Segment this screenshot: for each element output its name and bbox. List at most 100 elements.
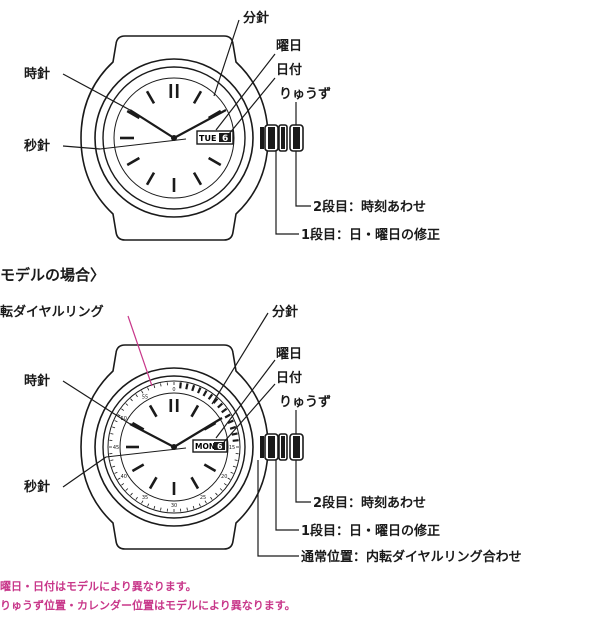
watch-2-ring-tick (130, 398, 133, 402)
watch-1-second-hand-label: 秒針 (24, 138, 50, 154)
section-title: モデルの場合〉 (0, 266, 105, 284)
watch-2-ring-tick (207, 393, 214, 400)
watch-2-ring-tick (141, 500, 144, 504)
watch-1-crown-label: りゅうず (279, 86, 331, 102)
watch-2-ring-tick (141, 390, 144, 394)
watch-2-ring-tick (210, 496, 213, 500)
watch-2-ring-number: 25 (200, 495, 206, 501)
watch-2-day-label: 曜日 (276, 347, 302, 362)
watch-2-ring-tick (223, 483, 227, 486)
watch-2-ring-number: 30 (171, 503, 177, 509)
watch-1-date-window: 6 (222, 134, 228, 144)
watch-2-hour-marker (203, 463, 217, 473)
watch-2-ring-tick (186, 507, 188, 511)
watch-1-hour-marker (145, 171, 156, 186)
watch-2-ring-tick (147, 387, 150, 391)
watch-2-ring-tick (230, 471, 234, 474)
watch-2-ring-tick (125, 488, 129, 491)
watch-2-ring-tick (196, 387, 202, 394)
watch-2-ring-tick (198, 503, 201, 507)
watch-1-date-label: 日付 (276, 62, 302, 78)
watch-2-ring-tick (110, 433, 114, 435)
watch-2-ring-tick (192, 505, 195, 509)
watch-2-ring-tick (117, 477, 121, 480)
watch-2-inner-rotating-ring (107, 380, 241, 514)
watch-2-ring-number: 0 (172, 387, 175, 393)
watch-2-hour-marker (131, 463, 145, 473)
watch-1-crown (260, 124, 304, 152)
watch-2-hour-marker (148, 404, 158, 418)
watch-2-ring-tick (117, 414, 121, 417)
watch-2-ring-tick (204, 500, 207, 504)
watch-2-bezel-inner (102, 375, 246, 519)
watch-2-date-window: 6 (217, 442, 223, 451)
watch-2-day-window: MON (195, 442, 215, 451)
watch-2-minute-hand-label: 分針 (272, 304, 298, 320)
watch-2-ring-tick (215, 492, 218, 496)
watch-2-hour-hand (129, 423, 175, 448)
watch-1-hour-marker (207, 109, 222, 120)
watch-2-ring-tick (191, 384, 196, 392)
watch-2-ring-number: 45 (113, 445, 119, 451)
watch-1-hour-marker (145, 90, 156, 105)
watch-1-hour-hand-label: 時針 (24, 66, 50, 82)
watch-2-ring-tick (112, 426, 116, 429)
watch-1-hour-marker (207, 156, 222, 167)
watch-2-pos2-label: 2段目：時刻あわせ (313, 495, 426, 511)
watch-1-minute-hand (173, 109, 227, 139)
watch-2-ring-tick (229, 425, 237, 430)
watch-2-ring-tick (147, 503, 150, 507)
watch-2-ring-tick (219, 488, 223, 491)
note-2: りゅうず位置・カレンダー位置はモデルにより異なります。 (0, 598, 296, 612)
watch-2-crown-label: りゅうず (279, 394, 331, 410)
watch-2-ring-number: 35 (142, 495, 148, 501)
watch-2-ring-number: 55 (142, 395, 148, 401)
watch-2-ring-tick (112, 465, 116, 468)
watch-2-hour-marker (148, 476, 158, 490)
watch-2-ring-tick (121, 408, 125, 411)
watch-2-ring-tick (160, 507, 162, 511)
note-1: 曜日・日付はモデルにより異なります。 (0, 579, 197, 593)
watch-1-hour-marker (192, 171, 203, 186)
watch-2-ring-tick (153, 385, 156, 389)
watch-2-ring-tick (125, 403, 129, 406)
watch-2-pos1-label: 1段目：日・曜日の修正 (301, 523, 440, 539)
watch-2-minute-hand (173, 417, 223, 448)
watch-2-ring-number: 15 (229, 445, 235, 451)
watch-2-ring-tick (185, 383, 189, 390)
watch-2-ring-tick (160, 383, 162, 387)
watch-2-ring-tick (234, 459, 238, 461)
watch-2-crown (260, 433, 304, 461)
watch-2-ring-tick (153, 505, 156, 509)
watch-1-hour-marker (126, 109, 141, 120)
watch-2-ring-tick (135, 496, 138, 500)
watch-1-day-window: TUE (199, 134, 216, 143)
watch-2-ring-tick (221, 407, 228, 414)
watch-2-ring-tick (231, 432, 238, 436)
watch-2-ring-tick (232, 465, 236, 468)
watch-2-ring-tick (212, 397, 219, 404)
watch-2-ring-tick (110, 459, 114, 461)
watch-1-bezel-inner (102, 66, 246, 210)
watch-2-ring-tick (135, 394, 138, 398)
watch-2-pos0-label: 通常位置：内転ダイヤルリング合わせ (301, 549, 522, 565)
watch-1: TUE 6 分針 曜日 日付 りゅうず 時針 秒針 (24, 10, 440, 243)
watch-1-pos1-label: 1段目：日・曜日の修正 (301, 227, 440, 243)
watch-2-ring-tick (130, 492, 133, 496)
watch-2-ring-tick (202, 390, 208, 397)
watch-1-minute-hand-label: 分針 (243, 10, 269, 26)
watch-2-ring-tick (227, 419, 234, 425)
watch-1-hour-marker (126, 156, 141, 167)
watch-2-ring-tick (224, 413, 231, 419)
watch-2-ring-ticks (109, 382, 239, 512)
watch-1-day-label: 曜日 (276, 39, 302, 54)
watch-1-hour-marker (192, 90, 203, 105)
watch-2-ring-tick (232, 439, 239, 442)
watch-2-ring-number: 40 (121, 474, 127, 480)
watch-2-ring-number: 20 (221, 474, 227, 480)
watch-2-hour-hand-label: 時針 (24, 373, 50, 389)
watch-2-ring-tick (179, 382, 182, 389)
